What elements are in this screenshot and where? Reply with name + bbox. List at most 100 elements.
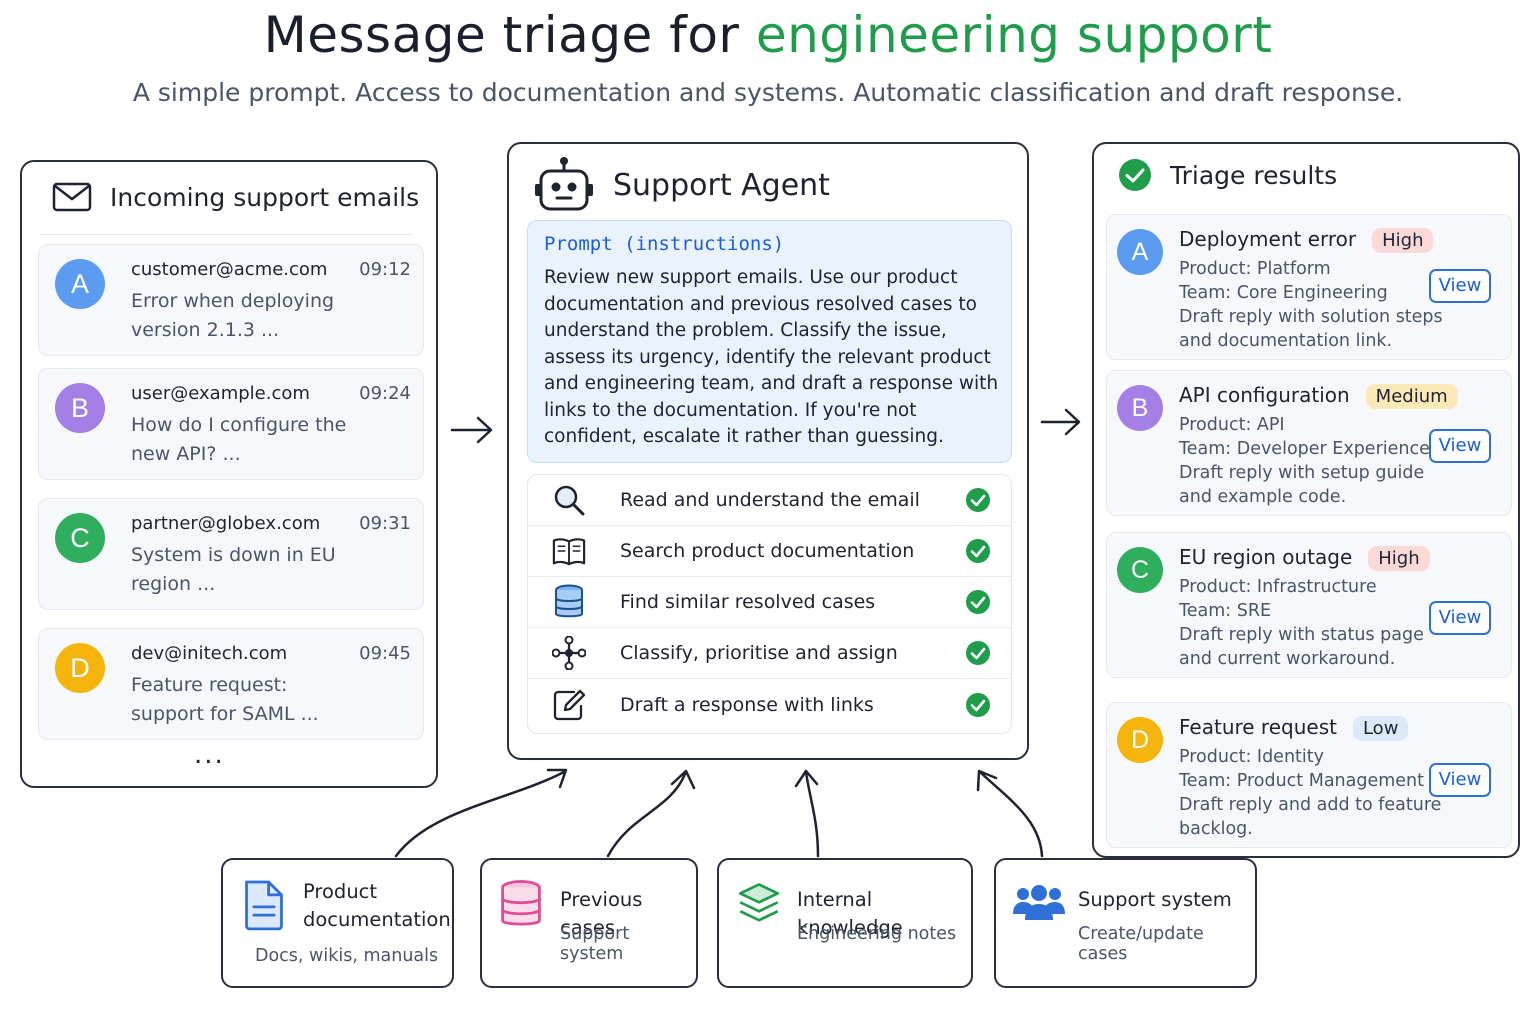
email-item[interactable]: D dev@initech.com 09:45 Feature request:… (38, 628, 424, 740)
result-title-row: EU region outage High (1179, 545, 1430, 571)
view-button[interactable]: View (1429, 269, 1491, 303)
layers-icon (738, 883, 780, 922)
arrow-cases-to-agent (606, 769, 696, 858)
source-title: Internal knowledge (797, 888, 903, 939)
email-time: 09:12 (359, 259, 411, 280)
database-icon (501, 880, 541, 926)
source-internal-knowledge: Internal knowledge Engineering notes (717, 858, 973, 988)
view-button[interactable]: View (1429, 763, 1491, 797)
mail-icon (52, 182, 92, 212)
result-title: API configuration (1179, 383, 1350, 407)
arrow-inbox-to-agent (450, 416, 493, 444)
result-title: EU region outage (1179, 545, 1353, 569)
title-accent: engineering support (755, 6, 1273, 64)
result-details: Product: Infrastructure Team: SRE Draft … (1179, 575, 1449, 671)
magnifier-icon (552, 483, 586, 517)
step-item: Classify, prioritise and assign (528, 628, 1011, 679)
email-item[interactable]: B user@example.com 09:24 How do I config… (38, 368, 424, 480)
result-item: B API configuration Medium Product: API T… (1106, 370, 1512, 516)
priority-badge: Medium (1365, 384, 1458, 409)
step-item: Draft a response with links (528, 679, 1011, 730)
result-item: C EU region outage High Product: Infrastr… (1106, 532, 1512, 678)
view-button[interactable]: View (1429, 601, 1491, 635)
step-item: Find similar resolved cases (528, 577, 1011, 628)
arrow-knowledge-to-agent (794, 769, 820, 858)
email-sender: partner@globex.com (131, 513, 321, 534)
avatar: A (1117, 229, 1163, 275)
result-title: Feature request (1179, 715, 1337, 739)
priority-badge: High (1368, 546, 1430, 571)
source-support-system: Support system Create/update cases (994, 858, 1257, 988)
database-icon (552, 584, 586, 619)
avatar: A (55, 259, 105, 309)
result-details: Product: API Team: Developer Experience … (1179, 413, 1449, 509)
avatar: C (1117, 547, 1163, 593)
more-emails-indicator: ... (194, 740, 225, 770)
avatar: D (1117, 717, 1163, 763)
result-title: Deployment error (1179, 227, 1357, 251)
email-preview: System is down in EU region ... (131, 544, 336, 595)
book-icon (552, 534, 586, 568)
step-item: Read and understand the email (528, 475, 1011, 526)
step-label: Find similar resolved cases (620, 591, 876, 613)
avatar: C (55, 513, 105, 563)
check-icon (966, 488, 990, 512)
agent-steps: Read and understand the email Search pro… (527, 474, 1012, 734)
routing-icon (552, 636, 586, 670)
view-button[interactable]: View (1429, 429, 1491, 463)
result-product: Product: Identity (1179, 747, 1324, 767)
source-previous-cases: Previous cases Support system (480, 858, 698, 988)
results-header: Triage results (1118, 158, 1337, 192)
avatar: B (55, 383, 105, 433)
check-icon (966, 539, 990, 563)
arrow-system-to-agent (976, 769, 1044, 858)
step-label: Read and understand the email (620, 489, 920, 511)
avatar: B (1117, 385, 1163, 431)
step-item: Search product documentation (528, 526, 1011, 577)
source-subtitle: Create/update cases (1078, 924, 1204, 964)
prompt-box: Prompt (instructions) Review new support… (527, 220, 1012, 463)
result-draft: Draft reply with status page and current… (1179, 625, 1424, 669)
priority-badge: High (1372, 228, 1434, 253)
prompt-text: Review new support emails. Use our produ… (544, 267, 999, 447)
result-details: Product: Identity Team: Product Manageme… (1179, 745, 1449, 841)
edit-icon (552, 688, 586, 722)
email-time: 09:31 (359, 513, 411, 534)
result-team: Team: SRE (1179, 601, 1272, 621)
email-item[interactable]: A customer@acme.com 09:12 Error when dep… (38, 244, 424, 356)
robot-icon (535, 157, 593, 211)
result-title-row: Deployment error High (1179, 227, 1434, 253)
result-draft: Draft reply with setup guide and example… (1179, 463, 1425, 507)
check-icon (966, 641, 990, 665)
check-icon (966, 692, 990, 717)
step-label: Classify, prioritise and assign (620, 642, 898, 664)
agent-panel: Support Agent Prompt (instructions) Revi… (507, 142, 1029, 760)
source-title: Previous cases (560, 888, 643, 939)
result-team: Team: Product Management (1179, 771, 1424, 791)
source-product-documentation: Product documentation Docs, wikis, manua… (221, 858, 454, 988)
source-title: Product documentation (303, 880, 451, 931)
agent-title: Support Agent (613, 167, 830, 203)
title-prefix: Message triage for (263, 6, 756, 64)
email-item[interactable]: C partner@globex.com 09:31 System is dow… (38, 498, 424, 610)
result-product: Product: Platform (1179, 259, 1331, 279)
document-icon (245, 880, 283, 931)
source-subtitle: Support system (560, 924, 630, 964)
avatar: D (55, 643, 105, 693)
email-sender: customer@acme.com (131, 259, 328, 280)
page-subtitle: A simple prompt. Access to documentation… (132, 78, 1404, 107)
page-title: Message triage for engineering support (0, 6, 1536, 64)
email-sender: dev@initech.com (131, 643, 288, 664)
result-team: Team: Core Engineering (1179, 283, 1388, 303)
email-preview: Error when deploying version 2.1.3 ... (131, 290, 335, 341)
result-title-row: API configuration Medium (1179, 383, 1458, 409)
source-subtitle: Engineering notes (797, 924, 957, 944)
email-time: 09:45 (359, 643, 411, 664)
check-icon (966, 590, 990, 614)
agent-header: Support Agent (533, 156, 830, 214)
step-label: Draft a response with links (620, 693, 874, 716)
email-preview: How do I configure the new API? ... (131, 414, 347, 465)
